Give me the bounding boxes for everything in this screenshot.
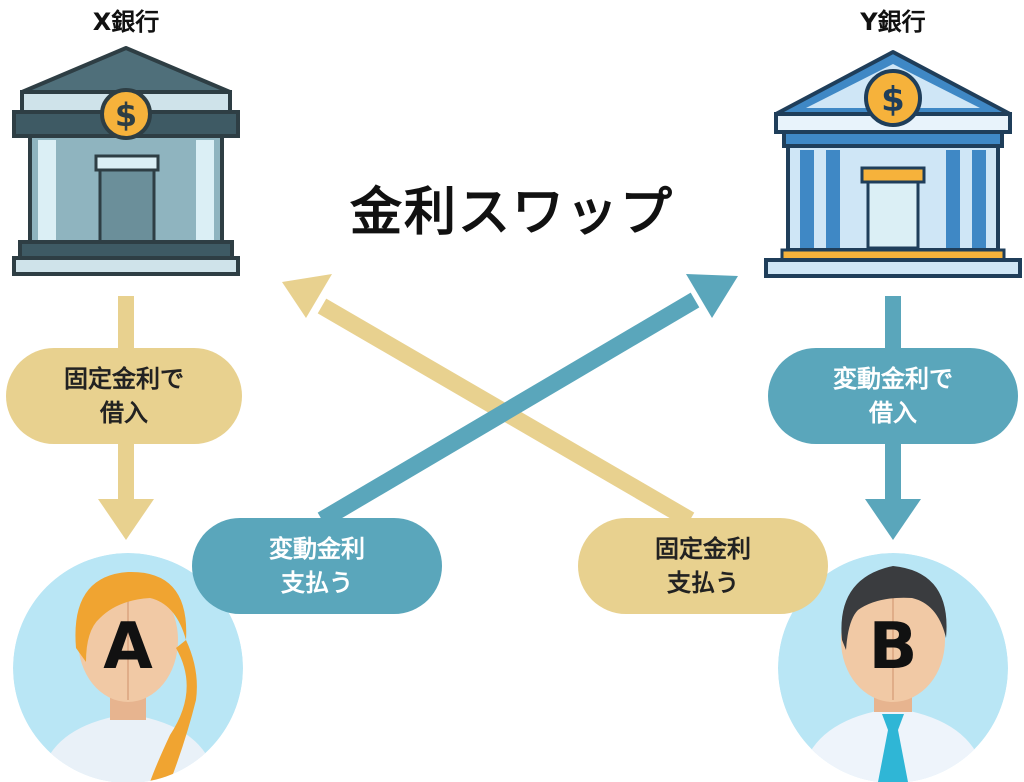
person-a-avatar	[13, 553, 243, 782]
label-fixed-pay-line2: 支払う	[667, 569, 739, 597]
diagram-title: 金利スワップ	[349, 183, 674, 243]
label-floating-pay-line2: 支払う	[281, 569, 353, 597]
coin-dollar-icon: $	[864, 69, 922, 127]
arrow-a-to-y	[317, 274, 738, 528]
svg-text:$: $	[881, 80, 905, 120]
label-fixed-borrow-line1: 固定金利で	[64, 365, 184, 393]
label-floating-borrow: 変動金利で 借入	[768, 348, 1018, 444]
bank-x-icon	[12, 46, 240, 276]
label-floating-borrow-line2: 借入	[869, 399, 917, 427]
person-b-avatar	[778, 553, 1008, 782]
label-floating-pay: 変動金利 支払う	[192, 518, 442, 614]
svg-text:$: $	[115, 96, 137, 134]
label-fixed-borrow: 固定金利で 借入	[6, 348, 242, 444]
person-a-label: A	[103, 610, 153, 684]
label-floating-pay-line1: 変動金利	[269, 535, 365, 563]
coin-dollar-icon: $	[100, 88, 152, 140]
label-fixed-pay: 固定金利 支払う	[578, 518, 828, 614]
person-b-label: B	[868, 610, 918, 684]
label-fixed-borrow-line2: 借入	[100, 399, 148, 427]
bank-x-name: X銀行	[92, 8, 160, 36]
label-floating-borrow-line1: 変動金利で	[833, 365, 953, 393]
arrow-b-to-x	[282, 274, 695, 528]
bank-y-name: Y銀行	[860, 8, 926, 36]
label-fixed-pay-line1: 固定金利	[655, 535, 751, 563]
bank-y-icon	[764, 50, 1022, 278]
